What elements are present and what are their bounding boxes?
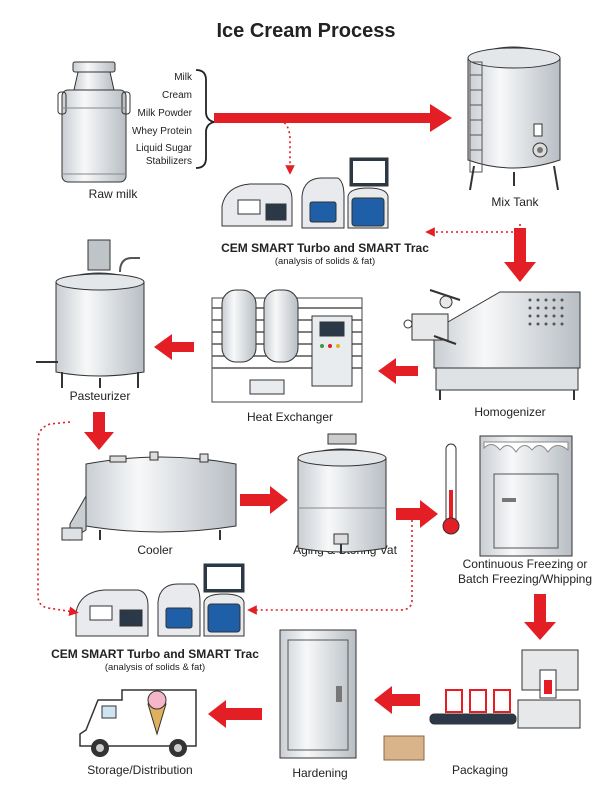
cem-bottom-instruments-icon bbox=[75, 563, 245, 637]
aging-vat-icon bbox=[297, 433, 387, 554]
label-hardening: Hardening bbox=[292, 766, 348, 780]
pasteurizer-icon bbox=[36, 239, 145, 388]
label-storage-distribution: Storage/Distribution bbox=[87, 763, 193, 777]
ingredient-brace bbox=[195, 69, 215, 169]
ingredient-liquid-sugar: Liquid Sugar bbox=[135, 143, 192, 154]
cem-bottom-title: CEM SMART Turbo and SMART Trac bbox=[51, 647, 259, 661]
arrow-hardening-to-storage bbox=[208, 700, 262, 728]
ingredient-milk: Milk bbox=[174, 72, 192, 83]
label-pasteurizer: Pasteurizer bbox=[69, 389, 131, 403]
label-raw-milk: Raw milk bbox=[88, 187, 138, 201]
label-packaging: Packaging bbox=[451, 763, 509, 777]
label-cooler: Cooler bbox=[137, 543, 173, 557]
arrow-packaging-to-hardening bbox=[374, 686, 420, 714]
arrow-vat-to-freezer bbox=[396, 500, 438, 528]
label-heat-exchanger: Heat Exchanger bbox=[246, 410, 334, 424]
arrow-homogenizer-to-heat bbox=[378, 358, 418, 384]
label-freezing-line1: Continuous Freezing or bbox=[462, 557, 588, 571]
ingredient-whey-protein: Whey Protein bbox=[131, 126, 192, 137]
arrow-cooler-to-vat bbox=[240, 486, 288, 514]
cem-top-subtitle: (analysis of solids & fat) bbox=[274, 256, 376, 267]
sample-pasteurizer-to-cem bbox=[37, 421, 79, 617]
label-homogenizer: Homogenizer bbox=[474, 405, 546, 419]
cem-top-instruments-icon bbox=[221, 157, 389, 229]
thermometer-icon bbox=[442, 443, 460, 535]
cem-top-title: CEM SMART Turbo and SMART Trac bbox=[221, 241, 429, 255]
arrow-heat-to-pasteurizer bbox=[154, 334, 194, 360]
arrow-pasteurizer-to-cooler bbox=[84, 412, 114, 450]
sampling-dotted-lines bbox=[37, 119, 521, 617]
heat-exchanger-icon bbox=[211, 289, 363, 403]
sample-vat-to-cem bbox=[247, 513, 413, 615]
arrow-raw-to-mix bbox=[214, 104, 452, 132]
raw-milk-can-icon bbox=[57, 61, 131, 183]
hardening-cabinet-icon bbox=[279, 629, 357, 759]
homogenizer-icon bbox=[403, 289, 581, 400]
ingredient-milk-powder: Milk Powder bbox=[137, 108, 192, 119]
label-freezing-line2: Batch Freezing/Whipping bbox=[457, 572, 593, 586]
arrow-mix-to-homogenizer bbox=[504, 228, 536, 282]
cem-bottom-subtitle: (analysis of solids & fat) bbox=[104, 662, 206, 673]
ice-cream-truck-icon bbox=[79, 689, 197, 757]
sample-mix-to-cem bbox=[425, 224, 521, 237]
diagram-title: Ice Cream Process bbox=[216, 20, 396, 42]
sample-raw-to-cem bbox=[279, 119, 295, 175]
mix-tank-icon bbox=[467, 46, 561, 191]
freezer-icon bbox=[479, 435, 573, 557]
packaging-machine-icon bbox=[383, 649, 581, 761]
arrow-freezer-to-packaging bbox=[524, 594, 556, 640]
cooler-icon bbox=[61, 451, 237, 541]
label-mix-tank: Mix Tank bbox=[491, 195, 539, 209]
process-arrows bbox=[84, 104, 556, 728]
ingredient-stabilizers: Stabilizers bbox=[145, 156, 192, 167]
ingredient-cream: Cream bbox=[161, 90, 192, 101]
